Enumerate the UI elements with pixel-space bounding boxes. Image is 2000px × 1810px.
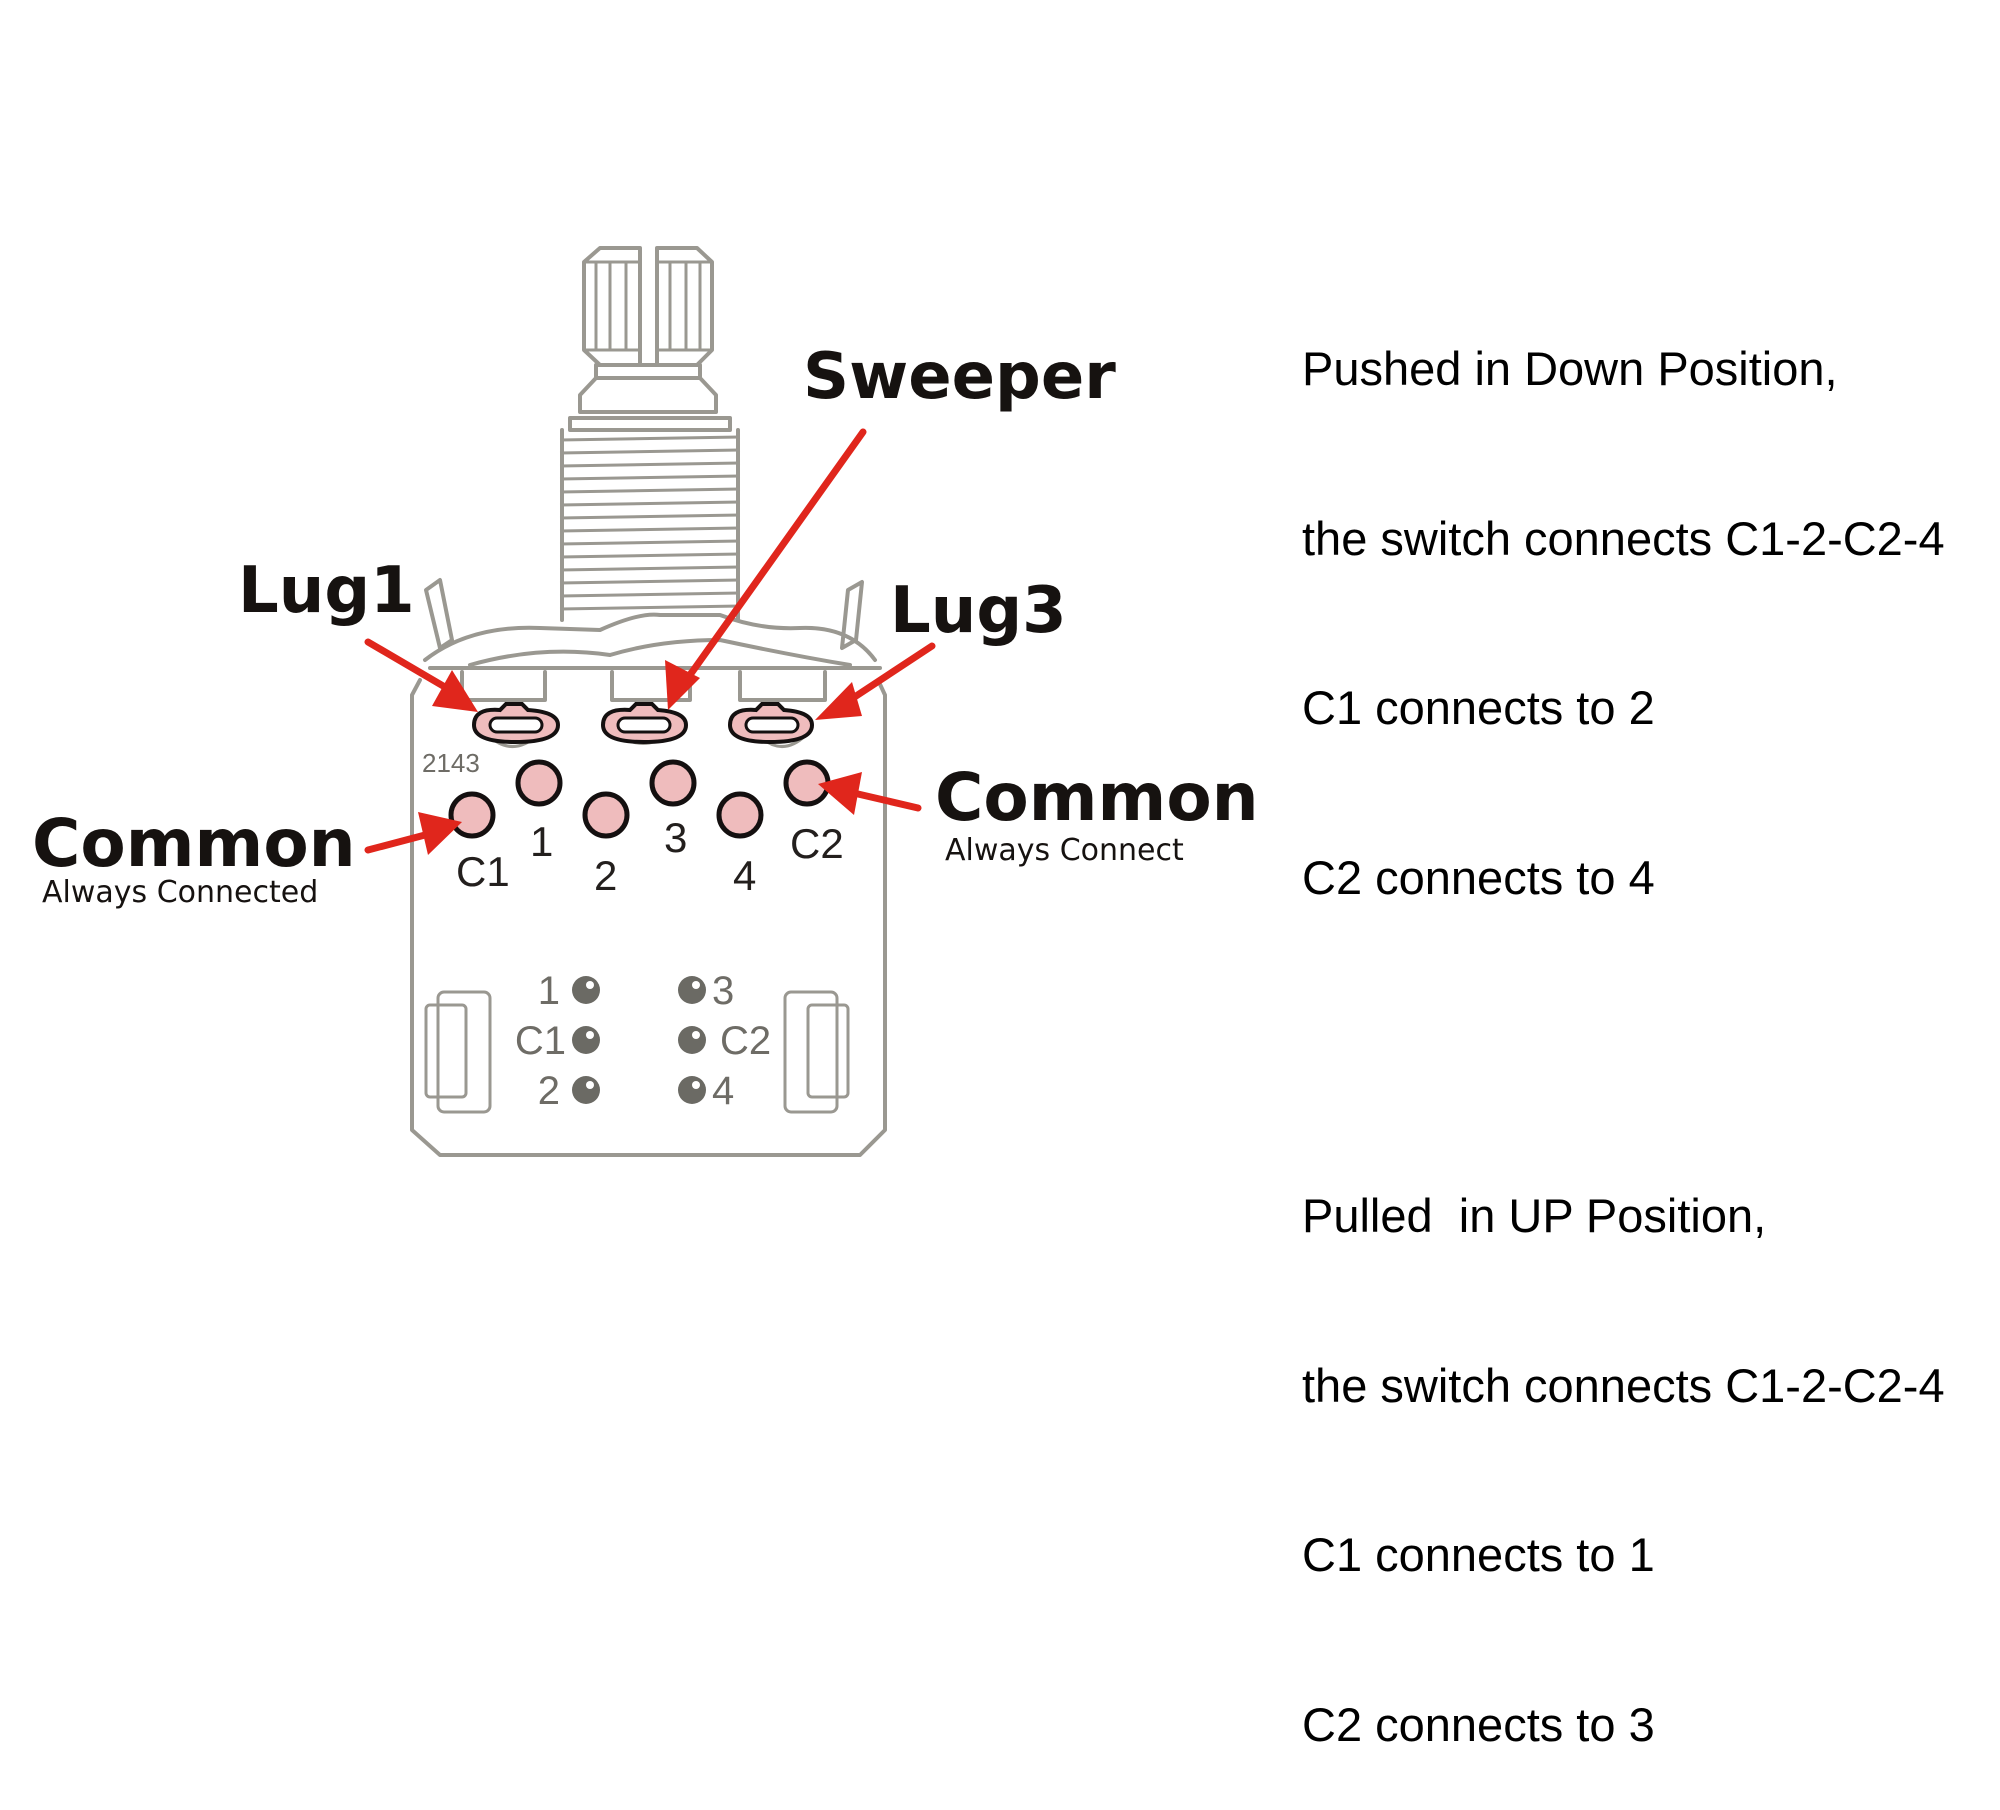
solder-dot-c1: [572, 1026, 600, 1054]
solder-dot-1: [572, 976, 600, 1004]
thread-line: [559, 487, 741, 494]
lug-3[interactable]: [727, 702, 815, 745]
down-heading: Pushed in Down Position,: [1302, 342, 1838, 395]
thread-line: [559, 604, 741, 611]
back-label-3: 3: [712, 969, 734, 1013]
thread-line: [559, 565, 741, 572]
pin-2[interactable]: [582, 791, 630, 839]
back-label-2: 2: [538, 1069, 560, 1113]
spacer: [1302, 1019, 1945, 1075]
thread-line: [559, 526, 741, 533]
lug1-label: Lug1: [238, 554, 415, 628]
common-right-subtitle: Always Connect: [945, 833, 1184, 868]
lug3-label: Lug3: [890, 574, 1067, 648]
arrow-common-left: [364, 812, 462, 855]
up-line-2: C1 connects to 1: [1302, 1528, 1655, 1581]
pin-3[interactable]: [649, 759, 697, 807]
thread-line: [559, 448, 741, 455]
arrow-lug3: [815, 642, 936, 720]
thread-line: [559, 552, 741, 559]
solder-dot-3: [678, 976, 706, 1004]
part-number: 2143: [422, 748, 480, 778]
up-heading: Pulled in UP Position,: [1302, 1189, 1767, 1242]
back-label-1: 1: [538, 969, 560, 1013]
arrow-lug1: [364, 638, 478, 712]
thread-line: [559, 474, 741, 481]
thread-line: [559, 578, 741, 585]
common-right-title: Common: [935, 759, 1259, 836]
sweeper-label: Sweeper: [803, 340, 1116, 414]
down-line-1: the switch connects C1-2-C2-4: [1302, 511, 1945, 565]
pin-label-3: 3: [664, 814, 687, 861]
up-line-1: the switch connects C1-2-C2-4: [1302, 1358, 1945, 1412]
lug-1[interactable]: [471, 702, 561, 745]
thread-line: [559, 591, 741, 598]
thread-line: [559, 461, 741, 468]
back-label-c2: C2: [720, 1019, 771, 1063]
push-pull-pot-diagram: 2143 C1 1 2 3 4 C2 1 C1 2 3 C2 4: [32, 246, 1259, 1157]
arrow-sweeper: [665, 428, 867, 710]
down-line-3: C2 connects to 4: [1302, 850, 1655, 904]
back-label-4: 4: [712, 1069, 734, 1113]
down-line-2: C1 connects to 2: [1302, 681, 1655, 734]
common-left-title: Common: [32, 805, 356, 882]
thread-line: [559, 435, 741, 442]
solder-dot-2: [572, 1076, 600, 1104]
pot-shaft: [560, 246, 740, 622]
pin-4[interactable]: [716, 791, 764, 839]
lug-2-sweeper[interactable]: [600, 702, 689, 745]
pin-label-c2: C2: [790, 820, 844, 867]
thread-line: [559, 500, 741, 507]
pcb-back-labels: 1 C1 2 3 C2 4: [515, 969, 771, 1113]
pin-label-2: 2: [594, 852, 617, 899]
back-label-c1: C1: [515, 1019, 566, 1063]
pin-1[interactable]: [515, 759, 563, 807]
thread-line: [559, 539, 741, 546]
common-left-subtitle: Always Connected: [42, 875, 318, 910]
bushing-threads: [559, 435, 741, 611]
pin-label-1: 1: [530, 818, 553, 865]
solder-dot-c2: [678, 1026, 706, 1054]
switch-pins: [448, 759, 831, 839]
pin-c1[interactable]: [448, 791, 496, 839]
solder-dot-4: [678, 1076, 706, 1104]
arrow-common-right: [818, 772, 922, 815]
up-line-3: C2 connects to 3: [1302, 1697, 1655, 1751]
pin-label-c1: C1: [456, 848, 510, 895]
thread-line: [559, 513, 741, 520]
switch-position-description: Pushed in Down Position, the switch conn…: [1302, 228, 1945, 1810]
pin-label-4: 4: [733, 852, 756, 899]
